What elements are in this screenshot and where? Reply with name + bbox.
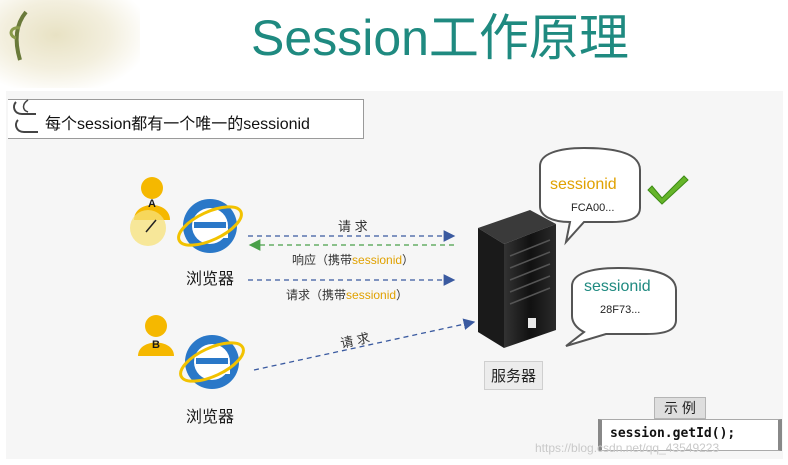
user-a-letter: A xyxy=(148,198,156,210)
sessionid-bubble-1 xyxy=(539,146,641,246)
response-suffix: ） xyxy=(402,253,415,267)
example-label: 示 例 xyxy=(654,397,706,419)
bubble-2-value: 28F73... xyxy=(600,304,641,316)
request-with-suffix: ） xyxy=(396,288,409,302)
bubble-2-title: sessionid xyxy=(584,278,651,295)
server-icon xyxy=(478,210,556,348)
user-b-letter: B xyxy=(152,339,160,351)
check-icon xyxy=(647,175,689,205)
header: Session工作原理 xyxy=(0,0,788,88)
user-a-icon xyxy=(130,177,170,246)
server-label: 服务器 xyxy=(484,361,544,390)
watermark: https://blog.csdn.net/qq_43549223 xyxy=(535,441,720,455)
response-label: 响应（携带sessionid） xyxy=(292,251,414,268)
code-box xyxy=(598,419,782,451)
response-prefix: 响应（携带 xyxy=(292,253,353,267)
scroll-hook-icon xyxy=(13,99,38,133)
code-text: session.getId(); xyxy=(610,426,736,441)
request-with-highlight: sessionid xyxy=(346,288,397,302)
banner-text: 每个session都有一个唯一的sessionid xyxy=(45,116,310,133)
request-with-id-label: 请求（携带sessionid） xyxy=(286,286,408,303)
browser-b-icon xyxy=(179,335,245,389)
banner-box xyxy=(8,99,364,139)
sessionid-bubble-2 xyxy=(565,266,677,347)
request-arrow-b xyxy=(253,318,476,371)
bubble-1-value: FCA00... xyxy=(571,202,615,214)
bubble-1-title: sessionid xyxy=(550,176,617,193)
browser-b-label: 浏览器 xyxy=(186,409,235,426)
leaf-icon xyxy=(9,10,28,61)
browser-a-label: 浏览器 xyxy=(186,271,235,288)
browser-a-icon xyxy=(177,199,243,253)
request-a-label: 请 求 xyxy=(338,219,368,234)
user-b-icon xyxy=(138,315,174,356)
page-title: Session工作原理 xyxy=(251,10,629,66)
request-with-prefix: 请求（携带 xyxy=(286,288,347,302)
response-highlight: sessionid xyxy=(352,253,403,267)
